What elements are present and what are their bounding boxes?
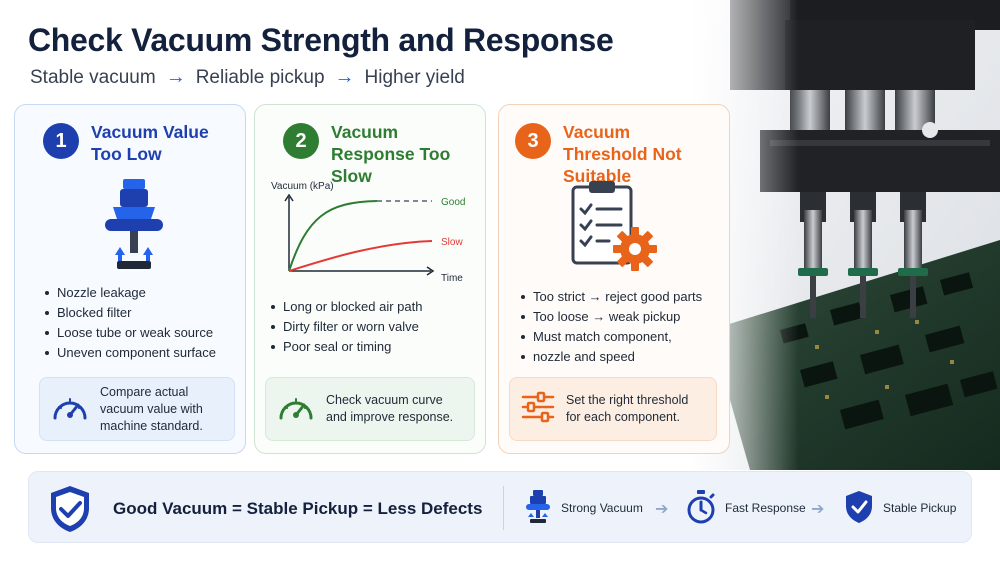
tip-box: Check vacuum curve and improve response. xyxy=(265,377,475,441)
list-item: Poor seal or timing xyxy=(269,337,422,357)
flow-step-stable-pickup: Stable Pickup xyxy=(843,472,956,544)
card-title: Vacuum Threshold Not Suitable xyxy=(563,122,682,186)
arrow-icon: ➔ xyxy=(811,501,825,518)
list-item: Blocked filter xyxy=(43,303,216,323)
shield-check-icon xyxy=(843,489,875,528)
cause-list: Nozzle leakage Blocked filter Loose tube… xyxy=(43,283,216,363)
list-item: Dirty filter or worn valve xyxy=(269,317,422,337)
summary-bar: Good Vacuum = Stable Pickup = Less Defec… xyxy=(28,471,972,543)
chart-good-label: Good xyxy=(441,197,465,208)
page-title: Check Vacuum Strength and Response xyxy=(28,22,614,58)
machine-photo xyxy=(690,0,1000,470)
tip-box: Set the right threshold for each compone… xyxy=(509,377,717,441)
vacuum-response-chart: Vacuum (kPa) Time Good Slow xyxy=(267,177,477,292)
arrow-icon: → xyxy=(334,66,355,88)
nozzle-icon xyxy=(99,179,169,280)
flow-step-strong-vacuum: Strong Vacuum xyxy=(523,472,643,544)
chart-ylabel: Vacuum (kPa) xyxy=(271,181,334,192)
tip-text: Compare actual vacuum value with machine… xyxy=(100,384,203,433)
slow-curve xyxy=(288,240,433,272)
chart-slow-label: Slow xyxy=(441,237,463,248)
stopwatch-icon xyxy=(685,489,717,528)
card-vacuum-response-too-slow: 2 Vacuum Response Too Slow Vacuum (kPa) … xyxy=(254,104,486,454)
tip-box: Compare actual vacuum value with machine… xyxy=(39,377,235,441)
list-item: nozzle and speed xyxy=(519,347,702,367)
shield-check-icon xyxy=(47,484,93,539)
card-title: Vacuum Value Too Low xyxy=(91,122,209,164)
good-curve xyxy=(288,200,378,272)
cause-list: Long or blocked air path Dirty filter or… xyxy=(269,297,422,357)
list-item: Nozzle leakage xyxy=(43,283,216,303)
tip-text: Set the right threshold for each compone… xyxy=(566,393,689,424)
subtitle-flow: Stable vacuum → Reliable pickup → Higher… xyxy=(30,66,465,89)
list-item: Long or blocked air path xyxy=(269,297,422,317)
flow-step-label: Stable Pickup xyxy=(883,501,957,515)
cause-list: Too strict → reject good parts Too loose… xyxy=(519,287,702,367)
card-vacuum-value-too-low: 1 Vacuum Value Too Low Nozzle leakage Bl… xyxy=(14,104,246,454)
tip-text: Check vacuum curve and improve response. xyxy=(326,393,454,424)
subtitle-step-2: Reliable pickup xyxy=(195,66,325,88)
card-title: Vacuum Response Too Slow xyxy=(331,122,451,186)
gauge-icon xyxy=(50,390,90,429)
list-item: Too loose → weak pickup xyxy=(519,307,702,327)
subtitle-step-1: Stable vacuum xyxy=(30,66,156,88)
card-number: 1 xyxy=(43,123,79,159)
sliders-icon xyxy=(520,391,556,428)
chart-xlabel: Time xyxy=(441,273,463,284)
subtitle-step-3: Higher yield xyxy=(364,66,465,88)
list-item: Uneven component surface xyxy=(43,343,216,363)
gauge-icon xyxy=(276,390,316,429)
card-number: 2 xyxy=(283,123,319,159)
flow-step-label: Fast Response xyxy=(725,501,806,515)
card-vacuum-threshold-not-suitable: 3 Vacuum Threshold Not Suitable xyxy=(498,104,730,454)
divider xyxy=(503,486,504,530)
card-number: 3 xyxy=(515,123,551,159)
arrow-icon: → xyxy=(165,66,186,88)
list-item: Loose tube or weak source xyxy=(43,323,216,343)
flow-step-fast-response: Fast Response xyxy=(685,472,806,544)
clipboard-gear-icon xyxy=(569,177,661,278)
list-item: Must match component, xyxy=(519,327,702,347)
nozzle-icon xyxy=(523,489,553,528)
summary-text: Good Vacuum = Stable Pickup = Less Defec… xyxy=(113,499,483,518)
arrow-icon: ➔ xyxy=(655,501,669,518)
list-item: Too strict → reject good parts xyxy=(519,287,702,307)
flow-step-label: Strong Vacuum xyxy=(561,501,643,515)
